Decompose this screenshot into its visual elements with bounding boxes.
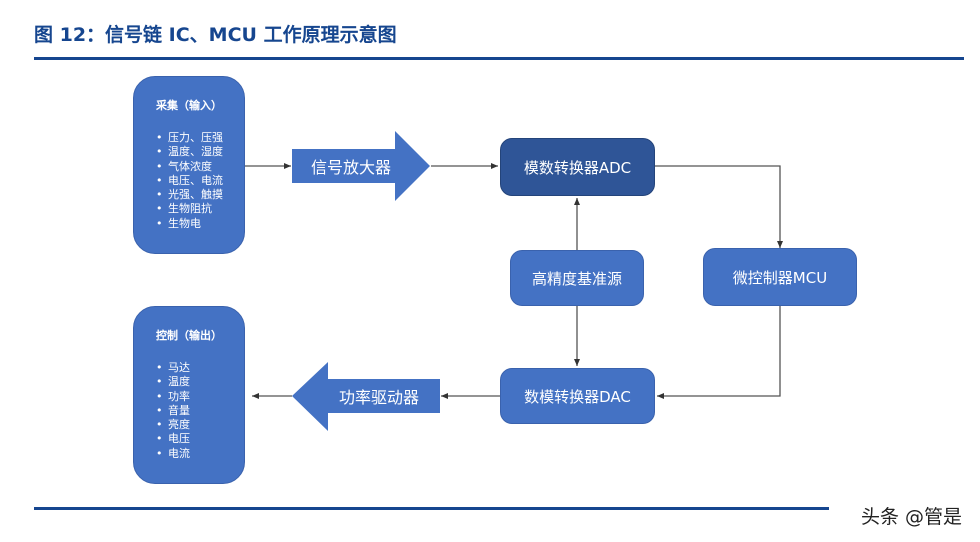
input-item: 生物阻抗	[156, 202, 244, 216]
bottom-rule	[34, 507, 829, 510]
input-item: 压力、压强	[156, 131, 244, 145]
input-item: 气体浓度	[156, 160, 244, 174]
top-rule	[34, 57, 964, 60]
output-panel-title: 控制（输出）	[156, 329, 222, 342]
reference-box: 高精度基准源	[510, 250, 644, 306]
driver-arrow-shape	[292, 362, 440, 431]
connector-adc-to-mcu	[655, 165, 783, 248]
output-item: 温度	[156, 375, 244, 389]
connector-mcu-to-dac	[657, 306, 781, 399]
dac-box: 数模转换器DAC	[500, 368, 655, 424]
output-item: 音量	[156, 404, 244, 418]
input-item: 生物电	[156, 217, 244, 231]
amplifier-label: 信号放大器	[310, 158, 391, 177]
figure-title: 图 12：信号链 IC、MCU 工作原理示意图	[34, 24, 397, 46]
output-item: 功率	[156, 390, 244, 404]
output-item: 亮度	[156, 418, 244, 432]
watermark: 头条 @管是	[860, 506, 962, 528]
output-item: 马达	[156, 361, 244, 375]
output-panel: 控制（输出） 马达 温度 功率 音量 亮度 电压 电流	[133, 306, 245, 484]
mcu-box: 微控制器MCU	[703, 248, 857, 306]
driver-label: 功率驱动器	[338, 388, 419, 407]
input-item: 温度、湿度	[156, 145, 244, 159]
input-item: 光强、触摸	[156, 188, 244, 202]
input-item: 电压、电流	[156, 174, 244, 188]
output-item: 电压	[156, 432, 244, 446]
input-panel-title: 采集（输入）	[156, 99, 222, 112]
adc-box: 模数转换器ADC	[500, 138, 655, 196]
amplifier-arrow-shape	[292, 131, 430, 201]
input-panel: 采集（输入） 压力、压强 温度、湿度 气体浓度 电压、电流 光强、触摸 生物阻抗…	[133, 76, 245, 254]
output-item: 电流	[156, 447, 244, 461]
